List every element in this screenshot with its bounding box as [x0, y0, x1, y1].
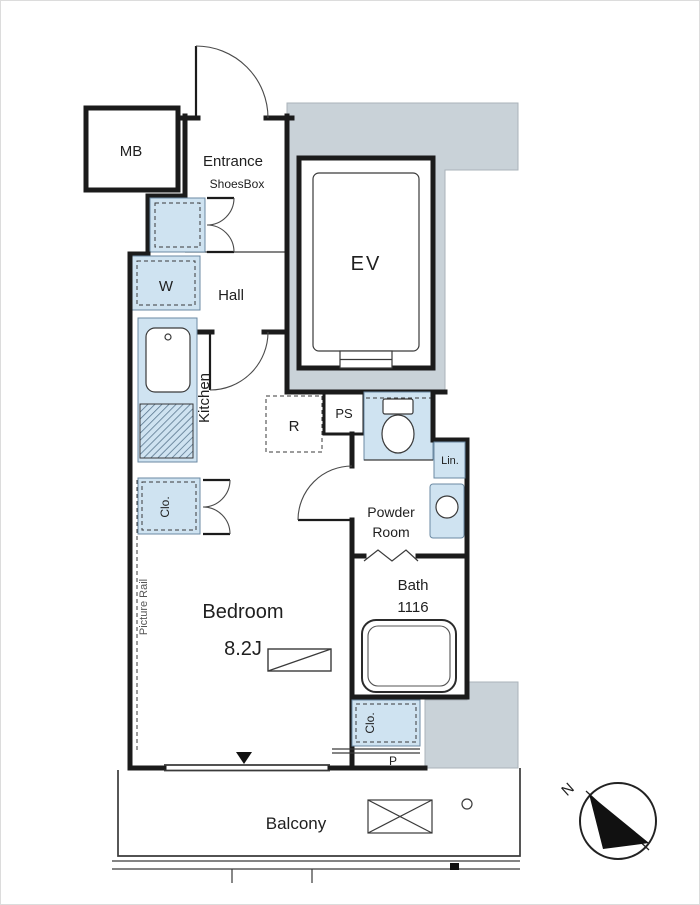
north-needle-icon — [589, 794, 649, 849]
picture-rail-label: Picture Rail — [138, 579, 150, 635]
washbasin-bowl — [435, 495, 459, 519]
upper-closet: Clo. — [137, 477, 231, 536]
powder-room-label-line2: Room — [372, 524, 409, 540]
meter-box-room — [83, 105, 181, 193]
balcony-label: Balcony — [266, 814, 327, 833]
pipe-space: PS — [322, 390, 366, 436]
opening-marker-icon — [236, 752, 252, 764]
ev-shaft — [296, 155, 436, 371]
entrance: Entrance ShoesBox — [145, 45, 295, 257]
kitchen-label: Kitchen — [196, 373, 213, 423]
entrance-label: Entrance — [203, 153, 263, 170]
stove — [139, 403, 194, 459]
refrigerator-space: R — [265, 395, 323, 453]
kitchen: Kitchen — [137, 317, 213, 463]
hall-label: Hall — [218, 287, 244, 304]
lower-closet: Clo. P — [332, 699, 421, 768]
right-walls — [430, 389, 470, 700]
front-door-swing-arc — [195, 45, 269, 119]
bath-label-line2: 1116 — [397, 599, 428, 616]
powder-room-label-line1: Powder — [367, 504, 415, 520]
faucet-icon — [164, 333, 172, 341]
bedroom-name-label: Bedroom — [202, 601, 283, 623]
hall: Hall — [194, 113, 290, 395]
upper-closet-label: Clo. — [158, 496, 172, 517]
shoes-box — [149, 196, 235, 254]
drain-icon — [461, 798, 473, 810]
ev-label: EV — [351, 253, 382, 275]
ps-label: PS — [335, 406, 353, 421]
mb-label: MB — [120, 143, 143, 160]
porch-label: P — [389, 754, 397, 768]
bath-label-line1: Bath — [398, 577, 429, 594]
shoesbox-label: ShoesBox — [210, 177, 265, 191]
kitchen-sink — [145, 327, 191, 393]
elevator: EV — [296, 155, 436, 371]
linen-closet: Lin. — [433, 441, 466, 479]
bedroom: Bedroom 8.2J Picture Rail — [136, 480, 332, 764]
hall-door-swing-arc — [209, 331, 269, 391]
washer-space: W — [127, 251, 201, 311]
balcony-hatch-box — [367, 799, 433, 834]
washer-label: W — [159, 278, 174, 295]
bath-folding-door — [363, 549, 419, 562]
bathtub — [361, 619, 457, 693]
meter-box: MB — [83, 105, 181, 193]
lower-closet-label: Clo. — [363, 712, 377, 733]
linen-label: Lin. — [441, 455, 459, 467]
exterior-walls — [127, 251, 428, 772]
refrigerator-label: R — [289, 418, 300, 435]
balcony: Balcony — [112, 768, 521, 883]
toilet-area — [363, 391, 434, 461]
bathroom: Bath 1116 — [349, 549, 470, 700]
bedroom-size-label: 8.2J — [224, 638, 262, 660]
toilet-bowl — [381, 414, 415, 454]
toilet-tank — [382, 398, 414, 415]
powder-door-swing-arc — [297, 465, 353, 521]
